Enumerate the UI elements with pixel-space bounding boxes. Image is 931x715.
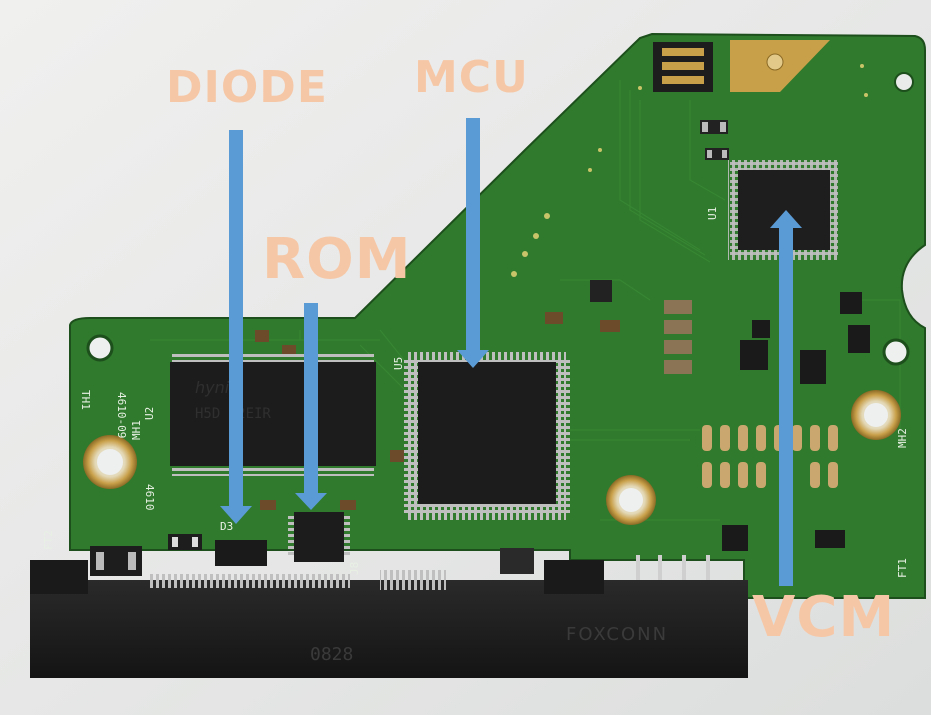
silk-mh2: MH2 xyxy=(896,428,909,448)
silk-mh1: MH1 xyxy=(130,420,143,440)
silk-th1: TH1 xyxy=(79,390,92,410)
callout-vcm: VCM xyxy=(752,585,896,650)
silk-u2: U2 xyxy=(143,407,156,420)
sata-connector xyxy=(30,560,748,678)
mount-hole-top-right xyxy=(894,72,914,92)
memory-chip-brand: hynix xyxy=(195,378,239,397)
rom-chip xyxy=(294,512,344,562)
silk-part-number: 4610-09 xyxy=(115,392,128,438)
silk-ft1: FT1 xyxy=(896,558,909,578)
arrow-diode xyxy=(220,130,252,524)
connector-brand: FOXCONN xyxy=(566,624,668,645)
silk-part-number-side: 4610 xyxy=(143,484,156,511)
silk-d3: D3 xyxy=(220,520,233,533)
mcu-chip xyxy=(404,352,570,520)
vias xyxy=(511,64,868,277)
arrow-rom xyxy=(295,303,327,510)
silk-u1: U1 xyxy=(706,207,719,220)
mount-hole-small-right xyxy=(882,338,910,366)
smd-components xyxy=(90,120,870,576)
callout-mcu: MCU xyxy=(414,52,529,103)
resistor-array xyxy=(702,425,838,488)
memory-chip xyxy=(170,352,376,476)
connector-code: 0828 xyxy=(310,644,353,665)
silk-u5: U5 xyxy=(392,357,405,370)
callout-diode: DIODE xyxy=(166,62,328,113)
silk-j8: J8 xyxy=(348,562,361,575)
callout-rom: ROM xyxy=(262,227,412,292)
mount-hole-small-left xyxy=(86,334,114,362)
arrow-mcu xyxy=(457,118,489,368)
arrow-vcm xyxy=(770,210,802,586)
silk-ft2: FT2 xyxy=(42,530,55,550)
